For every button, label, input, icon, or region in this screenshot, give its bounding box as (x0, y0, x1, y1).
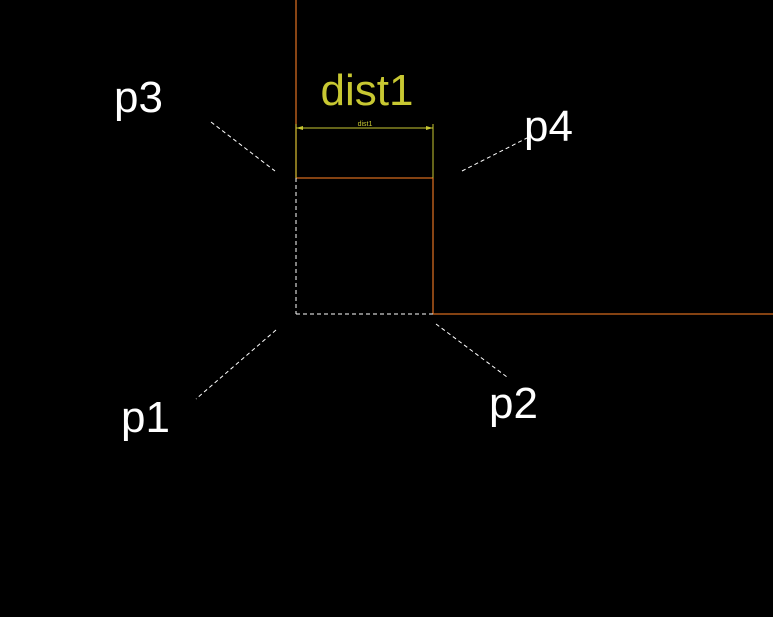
dimension-arrow-left (296, 126, 303, 130)
dimension-title: dist1 (321, 66, 414, 115)
leader-p4 (461, 137, 528, 172)
leader-p2 (435, 323, 508, 378)
leader-p3 (210, 121, 276, 172)
leader-p1 (195, 329, 277, 400)
point-label-p1: p1 (121, 393, 170, 442)
dimension-small-label: dist1 (358, 121, 373, 128)
point-label-p4: p4 (524, 102, 573, 151)
point-label-p3: p3 (114, 73, 163, 122)
dimension-arrow-right (426, 126, 433, 130)
point-label-p2: p2 (489, 379, 538, 428)
